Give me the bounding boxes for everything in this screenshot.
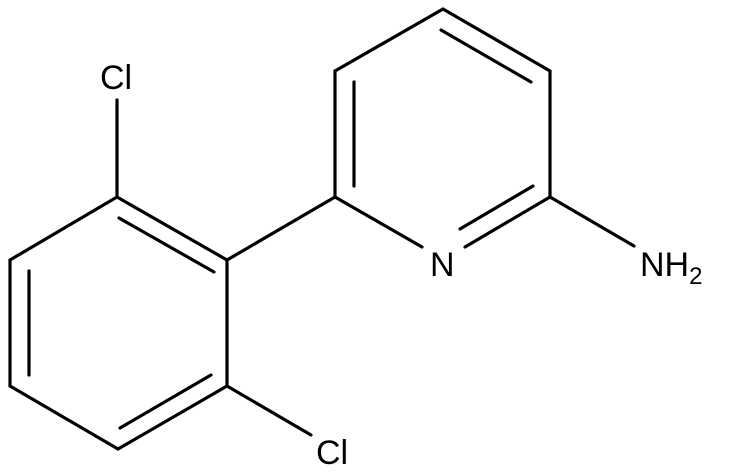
bond-biaryl (225, 195, 337, 262)
atom-label-nh: NH (640, 246, 689, 284)
bond-n-p2 (463, 195, 552, 249)
atom-label-n-ring: N (430, 246, 455, 284)
bond-p3-p4-inner (439, 28, 533, 84)
bond-n-p2-inner (458, 184, 535, 231)
bond-c6-c1 (8, 195, 119, 262)
bond-c2-nh2 (548, 195, 636, 248)
atom-label-cl-top: Cl (100, 59, 132, 97)
pyridine-ring (333, 7, 552, 249)
atom-label-nh2: NH2 (640, 246, 702, 290)
bond-p3-p4 (441, 7, 552, 73)
bond-c3-cl-bottom (225, 384, 313, 437)
bond-c3-c4 (116, 384, 229, 451)
bond-c3-c4-inner (118, 373, 213, 430)
bond-p4-p5 (333, 7, 445, 73)
bond-c4-c5 (8, 384, 120, 451)
atom-label-cl-bottom: Cl (316, 434, 348, 472)
bond-p1-n (333, 195, 424, 249)
atom-label-nh2-subscript: 2 (689, 263, 702, 290)
bond-c1-c2 (115, 195, 229, 262)
dichlorophenyl-ring (8, 195, 229, 451)
bond-c1-c2-inner (117, 216, 216, 274)
